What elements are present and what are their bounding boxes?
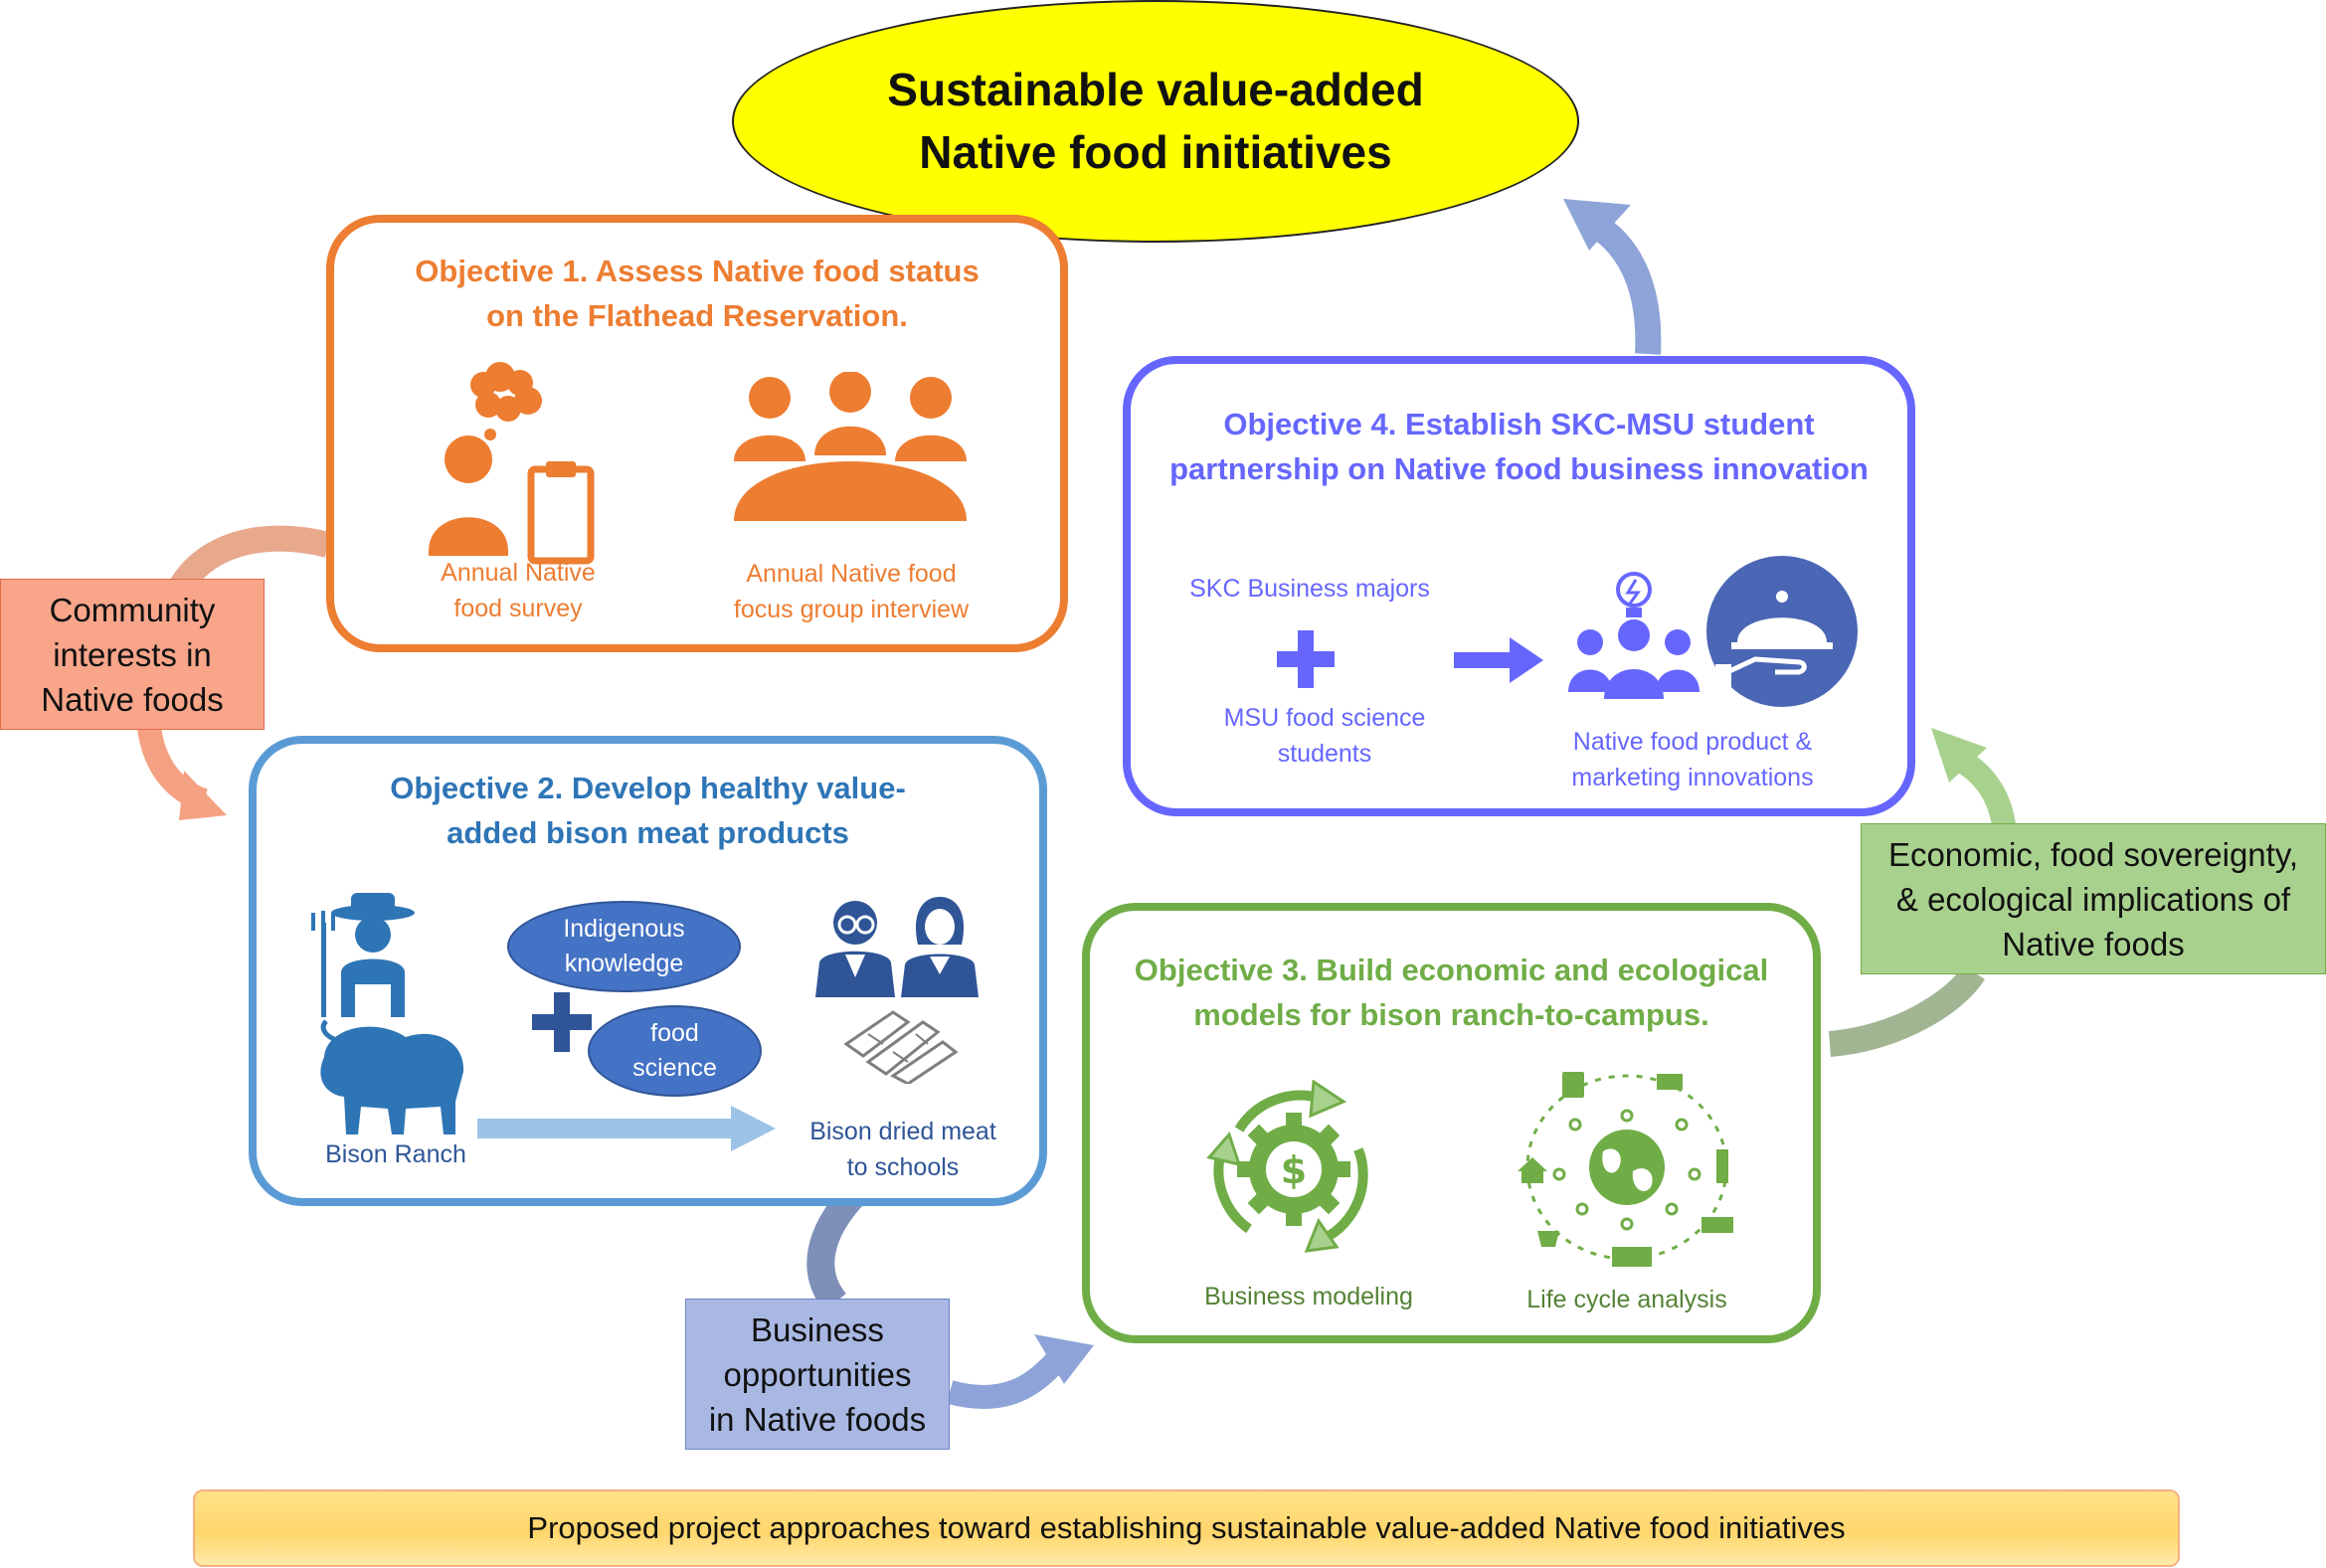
team-idea-icon bbox=[1568, 572, 1700, 699]
objective-4-box: Objective 4. Establish SKC-MSU student p… bbox=[1123, 356, 1915, 816]
objective-3-title: Objective 3. Build economic and ecologic… bbox=[1134, 953, 1769, 1032]
objective-4-title: Objective 4. Establish SKC-MSU student p… bbox=[1169, 407, 1869, 486]
food-science-oval: food science bbox=[588, 1005, 762, 1097]
objective-2-title: Objective 2. Develop healthy value- adde… bbox=[390, 771, 906, 850]
business-modeling-label: Business modeling bbox=[1204, 1283, 1413, 1310]
goal-ellipse: Sustainable value-added Native food init… bbox=[732, 0, 1579, 243]
bison-icon bbox=[320, 1019, 464, 1134]
arrow-obj4-to-goal-head bbox=[1563, 199, 1631, 251]
arrow-obj3-to-economic bbox=[1828, 964, 1986, 1057]
plus-icon bbox=[1277, 630, 1335, 688]
plus-icon bbox=[532, 992, 592, 1052]
goal-line-2: Native food initiatives bbox=[919, 126, 1392, 178]
svg-text:$: $ bbox=[1281, 1148, 1307, 1192]
life-cycle-globe-icon bbox=[1518, 1072, 1733, 1267]
survey-clipboard-icon bbox=[429, 436, 595, 565]
students-icon bbox=[815, 897, 979, 997]
arrow-economic-to-obj4-head bbox=[1931, 728, 1987, 783]
ranch-to-school-arrow bbox=[477, 1106, 776, 1151]
person-thinking-survey-icon bbox=[470, 362, 542, 452]
indigenous-knowledge-oval: Indigenous knowledge bbox=[507, 901, 741, 992]
farmer-icon bbox=[311, 893, 415, 1017]
objective-1-title: Objective 1. Assess Native food status o… bbox=[415, 254, 980, 333]
footer-caption: Proposed project approaches toward estab… bbox=[193, 1489, 2180, 1567]
arrow-economic-to-obj4 bbox=[1954, 750, 2016, 828]
focus-group-icon bbox=[734, 372, 967, 521]
innovations-caption: Native food product & marketing innovati… bbox=[1571, 728, 1814, 791]
msu-food-science-label: MSU food science students bbox=[1223, 704, 1426, 768]
food-serving-cloche-icon bbox=[1706, 556, 1858, 707]
economic-implications-box: Economic, food sovereignty, & ecological… bbox=[1861, 823, 2326, 974]
right-arrow-icon bbox=[1454, 637, 1543, 683]
survey-caption: Annual Native food survey bbox=[441, 559, 596, 622]
objective-3-box: Objective 3. Build economic and ecologic… bbox=[1082, 903, 1821, 1343]
objective-1-box: Objective 1. Assess Native food status o… bbox=[326, 215, 1068, 652]
objective-2-box: Objective 2. Develop healthy value- adde… bbox=[249, 736, 1047, 1206]
arrow-obj4-to-goal bbox=[1593, 218, 1662, 355]
dried-meat-caption: Bison dried meat to schools bbox=[809, 1118, 996, 1181]
arrow-business-to-obj3 bbox=[946, 1346, 1072, 1410]
goal-line-1: Sustainable value-added bbox=[887, 64, 1424, 115]
business-opportunities-box: Business opportunities in Native foods bbox=[685, 1299, 950, 1450]
arrow-business-to-obj3-head bbox=[1034, 1334, 1094, 1384]
life-cycle-label: Life cycle analysis bbox=[1526, 1286, 1727, 1313]
dried-meat-icon bbox=[843, 1010, 959, 1084]
arrow-obj2-to-business bbox=[806, 1183, 866, 1311]
focus-group-caption: Annual Native food focus group interview bbox=[733, 560, 970, 623]
bison-ranch-label: Bison Ranch bbox=[325, 1140, 466, 1168]
community-interests-box: Community interests in Native foods bbox=[0, 579, 265, 730]
arrow-community-to-obj2-head bbox=[179, 771, 227, 820]
dollar-gear-cycle-icon: $ bbox=[1206, 1080, 1368, 1253]
skc-business-majors-label: SKC Business majors bbox=[1189, 575, 1430, 603]
